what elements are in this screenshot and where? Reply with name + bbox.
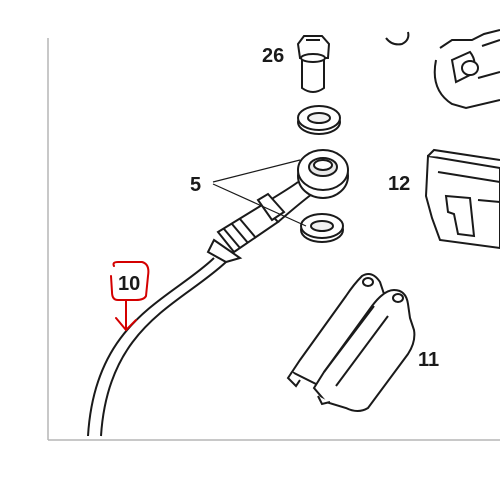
callout-brake-line: 10 [118, 273, 140, 295]
callout-banjo-bolt: 26 [262, 45, 284, 67]
red-arrow-head [115, 317, 137, 331]
callout-pad-spring: 12 [388, 173, 410, 195]
red-circle-mark [110, 261, 150, 301]
red-annotation [110, 261, 150, 331]
lower-sealing-washer [300, 213, 344, 243]
banjo-leader-lines [212, 159, 307, 227]
callout-banjo-fitting: 5 [190, 174, 201, 196]
banjo-bolt [296, 35, 331, 93]
brake-pads [286, 273, 416, 412]
callout-brake-pads: 11 [418, 349, 439, 371]
banjo-fitting [297, 149, 349, 199]
diagram-frame [47, 38, 500, 441]
pad-spring [424, 148, 500, 250]
caliper-partial [385, 29, 500, 110]
brake-hose [87, 181, 313, 437]
upper-sealing-washer [297, 105, 341, 135]
